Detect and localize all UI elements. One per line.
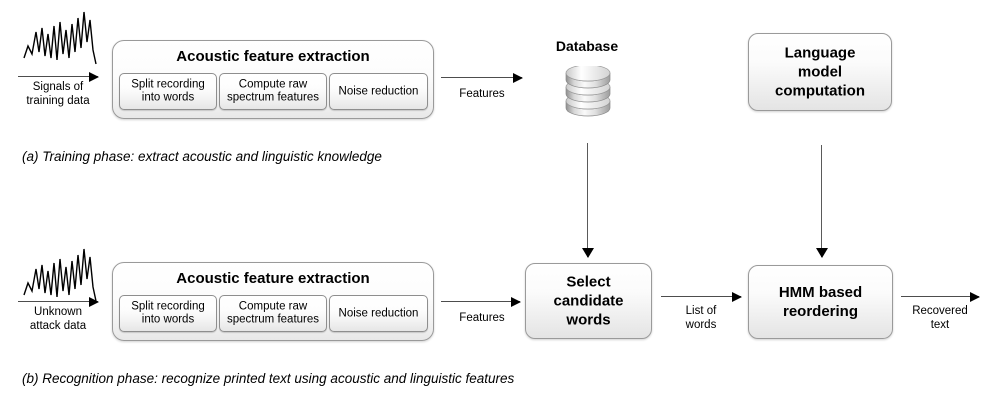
training-acoustic-box-title: Acoustic feature extraction — [176, 48, 370, 65]
recovered-text-arrow — [901, 291, 980, 302]
training-features-arrow — [441, 72, 523, 83]
recognition-step-split-recording[interactable]: Split recording into words — [119, 295, 217, 332]
language-model-computation-box[interactable]: Language model computation — [748, 33, 892, 111]
recognition-step-compute-raw-spectrum-label: Compute raw spectrum features — [226, 300, 320, 326]
training-step-split-recording[interactable]: Split recording into words — [119, 73, 217, 110]
select-candidate-words-label: Select candidate words — [553, 273, 624, 329]
hmm-based-reordering-box[interactable]: HMM based reordering — [748, 265, 893, 339]
waveform-icon — [23, 11, 97, 65]
training-step-compute-raw-spectrum[interactable]: Compute raw spectrum features — [219, 73, 327, 110]
training-step-noise-reduction[interactable]: Noise reduction — [329, 73, 428, 110]
caption-recognition-phase: (b) Recognition phase: recognize printed… — [22, 371, 515, 386]
list-of-words-label: List of words — [685, 305, 717, 331]
recognition-features-label: Features — [459, 312, 505, 324]
training-step-split-recording-label: Split recording into words — [131, 78, 205, 104]
training-input-label: Signals of training data — [26, 81, 90, 107]
recognition-step-split-recording-label: Split recording into words — [131, 300, 205, 326]
caption-training-phase: (a) Training phase: extract acoustic and… — [22, 149, 382, 164]
select-candidate-words-box[interactable]: Select candidate words — [525, 263, 652, 339]
recognition-acoustic-box-title: Acoustic feature extraction — [176, 270, 370, 287]
training-step-noise-reduction-label: Noise reduction — [338, 84, 419, 97]
database-to-select-arrow — [582, 143, 594, 258]
recognition-step-noise-reduction[interactable]: Noise reduction — [329, 295, 428, 332]
recognition-input-arrow — [18, 296, 99, 307]
training-step-compute-raw-spectrum-label: Compute raw spectrum features — [226, 78, 320, 104]
language-model-to-hmm-arrow — [816, 145, 828, 258]
database-cylinder-icon — [565, 66, 611, 117]
training-input-arrow — [18, 71, 99, 82]
hmm-based-reordering-label: HMM based reordering — [778, 284, 863, 320]
recognition-features-arrow — [441, 296, 521, 307]
waveform-icon — [23, 248, 97, 302]
training-features-label: Features — [459, 88, 505, 100]
language-model-computation-label: Language model computation — [775, 44, 865, 100]
recognition-step-compute-raw-spectrum[interactable]: Compute raw spectrum features — [219, 295, 327, 332]
recognition-step-noise-reduction-label: Noise reduction — [338, 306, 419, 319]
recovered-text-label: Recovered text — [912, 305, 968, 331]
recognition-input-label: Unknown attack data — [29, 306, 87, 332]
database-title: Database — [555, 38, 619, 54]
list-of-words-arrow — [661, 291, 742, 302]
